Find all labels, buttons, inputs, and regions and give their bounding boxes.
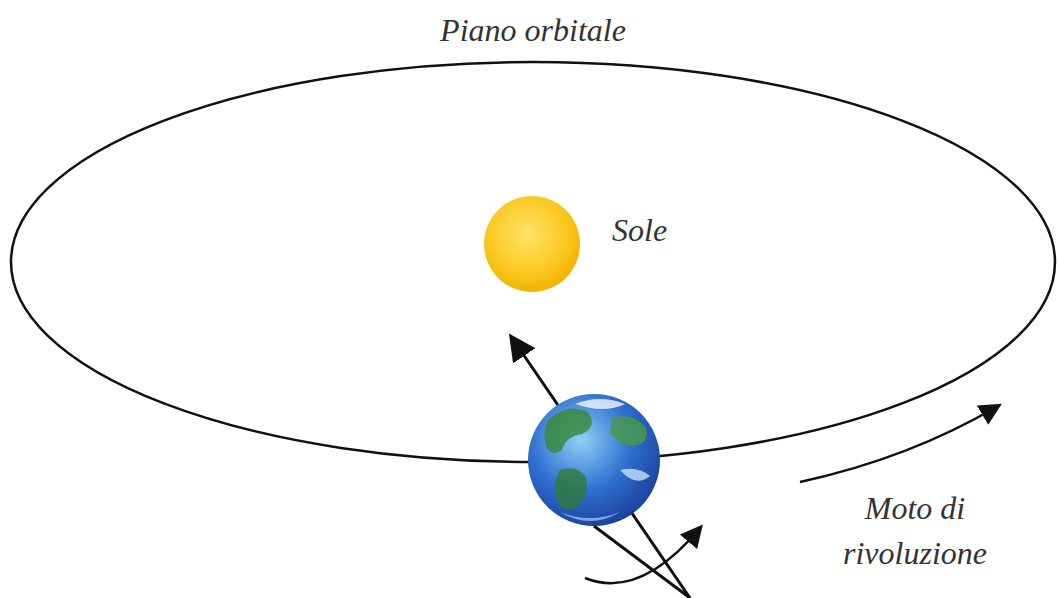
- revolution-arrow: [800, 406, 998, 482]
- earth-axis-lower: [594, 526, 690, 598]
- plane-label: Piano orbitale: [353, 8, 713, 53]
- orbit-ellipse: [11, 62, 1055, 462]
- motion-label: Moto di rivoluzione: [808, 486, 1023, 576]
- earth-axis: [512, 338, 690, 598]
- sun: [484, 196, 580, 292]
- earth: [528, 394, 660, 526]
- rotation-arrow: [585, 528, 700, 583]
- sun-label: Sole: [612, 208, 812, 253]
